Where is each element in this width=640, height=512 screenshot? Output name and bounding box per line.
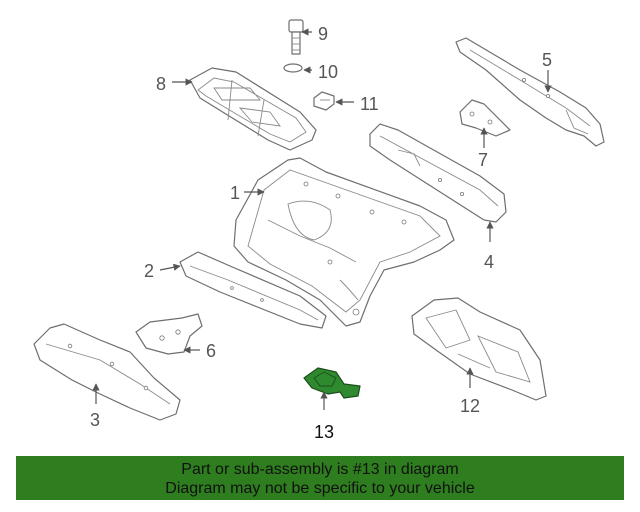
leader-lines [92, 28, 552, 410]
parts-diagram: 9 10 11 8 5 7 4 1 2 6 3 12 13 [33, 19, 605, 442]
callout-10: 10 [318, 62, 338, 82]
info-banner: Part or sub-assembly is #13 in diagram D… [16, 456, 624, 500]
callout-1: 1 [230, 183, 240, 203]
callout-4: 4 [484, 252, 494, 272]
part-5-rail[interactable] [455, 37, 605, 147]
callout-12: 12 [460, 396, 480, 416]
part-11-bracket[interactable] [313, 91, 335, 111]
part-6-bracket[interactable] [135, 313, 203, 355]
callout-9: 9 [318, 24, 328, 44]
callout-13: 13 [314, 422, 334, 442]
callout-3: 3 [90, 410, 100, 430]
part-3-rail[interactable] [33, 323, 181, 421]
part-10-washer[interactable] [283, 63, 303, 73]
part-13-highlighted-bracket[interactable] [303, 367, 361, 399]
callout-labels: 9 10 11 8 5 7 4 1 2 6 3 12 13 [90, 24, 552, 442]
part-1-rear-floor[interactable] [233, 157, 455, 327]
part-4-cross-member[interactable] [369, 123, 507, 223]
callout-11: 11 [360, 94, 379, 114]
banner-line-2: Diagram may not be specific to your vehi… [165, 480, 475, 497]
callout-6: 6 [206, 341, 216, 361]
part-2-panel[interactable] [179, 251, 327, 329]
part-12-bracket[interactable] [411, 297, 547, 401]
callout-7: 7 [478, 150, 488, 170]
banner-line-1: Part or sub-assembly is #13 in diagram [181, 461, 459, 478]
callout-2: 2 [144, 261, 154, 281]
part-9-bolt[interactable] [288, 19, 304, 55]
callout-8: 8 [156, 74, 166, 94]
part-7-bracket[interactable] [459, 99, 511, 137]
callout-5: 5 [542, 50, 552, 70]
part-8-tray[interactable] [189, 67, 317, 151]
